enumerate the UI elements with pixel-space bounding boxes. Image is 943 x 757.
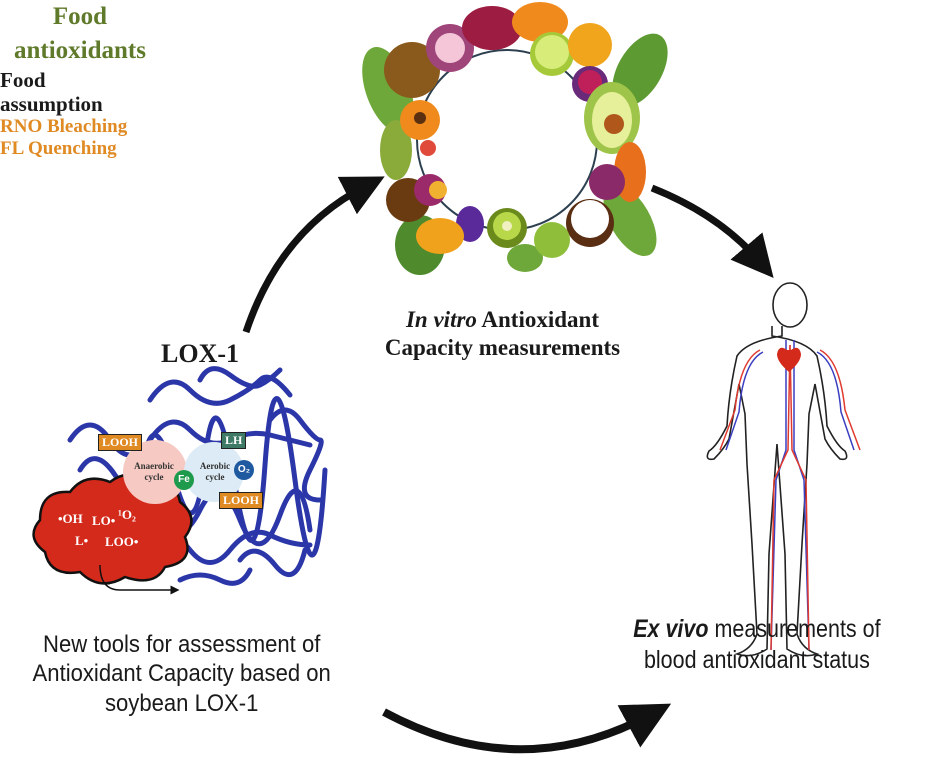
exvivo-rest: measurements of: [708, 615, 881, 643]
aerobic-line1: Aerobic: [199, 461, 231, 471]
lox-readout-methods: RNO Bleaching FL Quenching: [0, 116, 943, 160]
food-assumption-label: Food assumption: [0, 68, 943, 116]
arrow-food-to-human: [650, 184, 774, 278]
aerobic-line2: cycle: [205, 471, 225, 482]
radical-singlet-oxygen: ¹O₂: [118, 507, 136, 522]
tools-line1: New tools for assessment of: [43, 631, 321, 658]
radical-lo: LO•: [92, 513, 116, 528]
invitro-caption: In vitro Antioxidant Capacity measuremen…: [360, 306, 645, 362]
o2-molecule: O₂: [234, 460, 254, 480]
rno-bleaching: RNO Bleaching: [0, 115, 128, 137]
heart-icon: [777, 347, 801, 372]
food-title-line2: antioxidants: [14, 36, 146, 64]
wreath-leaves: [362, 33, 668, 275]
anaerobic-line1: Anaerobic: [134, 461, 174, 471]
new-tools-caption: New tools for assessment of Antioxidant …: [0, 630, 363, 718]
fe-ion: Fe: [174, 470, 194, 490]
fl-quenching: FL Quenching: [0, 137, 117, 159]
looh-tag-top: LOOH: [98, 434, 143, 451]
fruits: [380, 2, 646, 258]
radical-oh: •OH: [58, 511, 83, 526]
radical-loo: LOO•: [105, 534, 139, 549]
looh-tag-bottom: LOOH: [219, 492, 264, 509]
anaerobic-cycle-label: Anaerobic cycle: [124, 461, 184, 483]
tools-line3: soybean LOX-1: [104, 689, 259, 717]
lh-tag: LH: [221, 432, 247, 449]
vessels: [719, 340, 861, 651]
invitro-rest: Antioxidant: [476, 307, 599, 332]
invitro-italic: In vitro: [405, 307, 477, 332]
readout-arrow: [99, 564, 180, 595]
assumption-line2: assumption: [0, 91, 103, 116]
food-antioxidants-title: Food antioxidants: [0, 0, 160, 68]
aerobic-cycle-label: Aerobic cycle: [190, 461, 240, 483]
anaerobic-cycle-circle: [123, 440, 187, 504]
exvivo-italic: Ex vivo: [633, 615, 709, 643]
exvivo-caption: Ex vivo measurements of blood antioxidan…: [615, 614, 899, 675]
anaerobic-line2: cycle: [144, 471, 164, 482]
arrow-lox-to-food: [242, 176, 385, 334]
assumption-line1: Food: [0, 67, 46, 92]
food-title-line1: Food: [52, 3, 108, 30]
body-outline: [706, 282, 848, 657]
invitro-line2: Capacity measurements: [384, 335, 621, 361]
aerobic-cycle-circle: [184, 442, 244, 502]
protein-ribbons: [67, 366, 328, 586]
exvivo-line2: blood antioxidant status: [643, 645, 870, 674]
radical-l: L•: [75, 533, 89, 548]
lox-title: LOX-1: [161, 339, 239, 368]
arrow-lox-to-human: [382, 703, 672, 754]
tools-line2: Antioxidant Capacity based on: [32, 660, 331, 688]
